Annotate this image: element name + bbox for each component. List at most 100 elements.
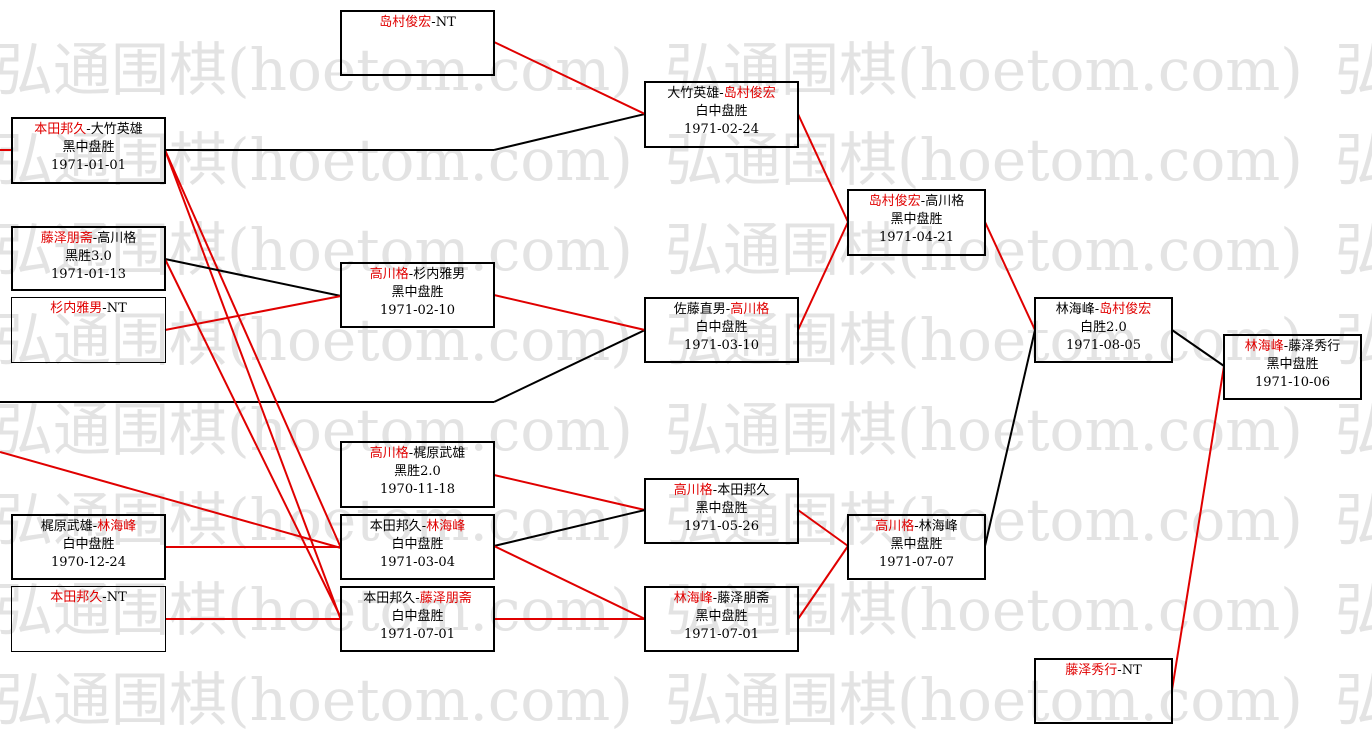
line-g1118-to-g0526 <box>493 474 646 511</box>
line-g0805-to-g1006 <box>1171 329 1225 367</box>
winner-name: 林海峰 <box>97 519 137 534</box>
game-players: 梶原武雄-林海峰 <box>13 518 164 536</box>
game-box[interactable]: 佐藤直男-高川格白中盘胜 1971-03-10 <box>644 297 799 363</box>
winner-name: 藤泽秀行 <box>1065 663 1118 678</box>
winner-name: 高川格 <box>369 446 409 461</box>
watermark-text: 弘通围棋(hoetom.com) <box>665 36 1303 104</box>
loser-name: 梶原武雄 <box>40 519 93 534</box>
game-date: 1971-02-24 <box>684 122 759 137</box>
line-offscreen-to-g0310b <box>493 329 646 403</box>
game-box[interactable]: 林海峰-岛村俊宏白胜2.0 1971-08-05 <box>1034 297 1173 363</box>
line-g0421-to-g0805 <box>984 221 1036 331</box>
winner-name: 岛村俊宏 <box>379 15 432 30</box>
separator: - <box>102 301 107 316</box>
game-result: 白胜2.0 <box>1080 320 1127 335</box>
separator: - <box>1094 302 1100 317</box>
game-players: 高川格-本田邦久 <box>646 482 797 500</box>
line-g0310-to-g0421 <box>797 221 849 331</box>
loser-name: 杉内雅男 <box>413 267 466 282</box>
game-players: 大竹英雄-岛村俊宏 <box>646 85 797 103</box>
watermark-text: 弘通围棋(hoetom.com) <box>0 396 633 464</box>
game-date: 1971-03-04 <box>380 555 455 570</box>
separator: - <box>431 15 436 30</box>
separator: - <box>712 483 718 498</box>
game-box[interactable]: 林海峰-藤泽秀行黑中盘胜 1971-10-06 <box>1223 334 1362 400</box>
game-date: 1971-08-05 <box>1066 338 1141 353</box>
separator: - <box>1117 663 1122 678</box>
game-date: 1971-07-07 <box>879 555 954 570</box>
game-box[interactable]: 本田邦久-NT <box>11 586 166 652</box>
game-date: 1971-03-10 <box>684 338 759 353</box>
line-g0526-to-g0707 <box>797 509 849 547</box>
line-nt1-to-g0224 <box>493 41 646 115</box>
loser-name: 藤泽朋斋 <box>717 591 770 606</box>
game-players: 本田邦久-藤泽朋斋 <box>342 590 493 608</box>
game-box[interactable]: 杉内雅男-NT <box>11 297 166 363</box>
game-players: 林海峰-藤泽秀行 <box>1225 338 1360 356</box>
game-players: 藤泽朋斋-高川格 <box>13 230 164 248</box>
watermark-text: 弘通围棋(hoetom.com) <box>1335 126 1372 194</box>
game-players: 林海峰-岛村俊宏 <box>1036 301 1171 319</box>
game-players: 林海峰-藤泽朋斋 <box>646 590 797 608</box>
winner-name: 高川格 <box>369 267 409 282</box>
game-date: 1970-11-18 <box>380 482 455 497</box>
separator: - <box>725 302 731 317</box>
game-date: 1971-07-01 <box>684 627 759 642</box>
game-date: 1971-10-06 <box>1255 375 1330 390</box>
separator: - <box>415 591 420 606</box>
loser-name: NT <box>106 301 127 316</box>
watermark-text: 弘通围棋(hoetom.com) <box>0 36 633 104</box>
line-g0113-to-g0210 <box>164 258 342 297</box>
line-g0113-to-g0701a <box>164 258 342 619</box>
watermark-text: 弘通围棋(hoetom.com) <box>1335 486 1372 554</box>
game-result: 黑胜2.0 <box>394 464 441 479</box>
loser-name: 本田邦久 <box>369 519 422 534</box>
game-players: 高川格-杉内雅男 <box>342 266 493 284</box>
line-g0224-to-g0421 <box>797 113 849 223</box>
loser-name: 佐藤直男 <box>673 302 726 317</box>
winner-name: 岛村俊宏 <box>868 194 921 209</box>
game-result: 黑中盘胜 <box>890 212 943 227</box>
separator: - <box>102 590 107 605</box>
winner-name: 藤泽朋斋 <box>419 591 472 606</box>
watermark-text: 弘通围棋(hoetom.com) <box>0 486 633 554</box>
game-result: 白中盘胜 <box>391 609 444 624</box>
winner-name: 高川格 <box>875 519 915 534</box>
winner-name: 林海峰 <box>1244 339 1284 354</box>
loser-name: NT <box>1121 663 1142 678</box>
game-box[interactable]: 岛村俊宏-NT <box>340 10 495 76</box>
game-date: 1971-05-26 <box>684 519 759 534</box>
loser-name: 高川格 <box>925 194 965 209</box>
line-offscreen-to-g0304 <box>0 451 342 549</box>
game-box[interactable]: 藤泽秀行-NT <box>1034 658 1173 724</box>
separator: - <box>92 519 98 534</box>
game-result: 白中盘胜 <box>62 537 115 552</box>
game-result: 黑中盘胜 <box>1266 357 1319 372</box>
loser-name: 大竹英雄 <box>667 86 720 101</box>
game-players: 岛村俊宏-NT <box>342 14 493 32</box>
loser-name: 本田邦久 <box>717 483 770 498</box>
game-players: 佐藤直男-高川格 <box>646 301 797 319</box>
game-result: 黑中盘胜 <box>391 285 444 300</box>
game-players: 本田邦久-NT <box>12 589 165 607</box>
game-result: 白中盘胜 <box>695 320 748 335</box>
game-date: 1971-07-01 <box>380 627 455 642</box>
loser-name: NT <box>106 590 127 605</box>
game-date: 1971-01-01 <box>51 158 126 173</box>
game-date: 1971-04-21 <box>879 230 954 245</box>
game-box[interactable]: 本田邦久-藤泽朋斋白中盘胜 1971-07-01 <box>340 586 495 652</box>
winner-name: 本田邦久 <box>50 590 103 605</box>
